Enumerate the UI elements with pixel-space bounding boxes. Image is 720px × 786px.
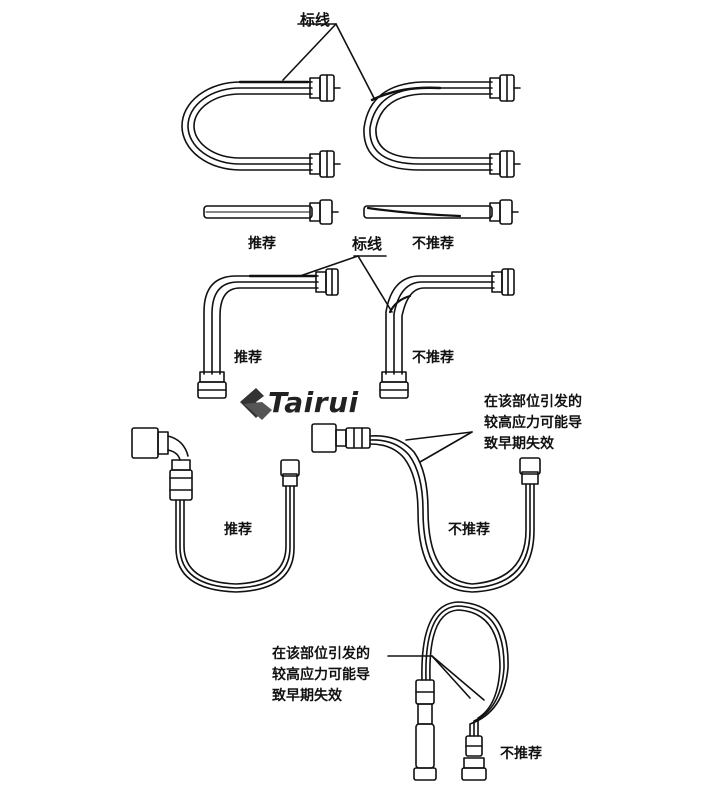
fitting-bottom-right-u xyxy=(489,150,521,178)
stress-note-left-line-2: 较高应力可能导 xyxy=(272,667,370,683)
stress-note-right-line-3: 致早期失效 xyxy=(484,436,554,452)
straight-hose-recommended xyxy=(203,199,339,225)
loop-hose-not-recommended xyxy=(413,601,509,781)
fitting-top-right-u xyxy=(489,74,521,102)
label-not-recommended-3: 不推荐 xyxy=(448,522,490,538)
fitting-l2-bottom xyxy=(379,371,409,399)
fitting-l-bottom xyxy=(197,371,227,399)
label-recommended-3: 推荐 xyxy=(224,522,252,538)
l-hose-not-recommended xyxy=(379,268,515,399)
port-hose-not-recommended xyxy=(311,423,541,593)
label-not-recommended-1: 不推荐 xyxy=(412,236,454,252)
label-recommended-1: 推荐 xyxy=(248,236,276,252)
stress-note-right: 在该部位引发的 较高应力可能导 致早期失效 xyxy=(484,392,582,455)
label-not-recommended-2: 不推荐 xyxy=(412,350,454,366)
label-not-recommended-4: 不推荐 xyxy=(500,746,542,762)
tairui-logo-icon xyxy=(240,388,272,420)
label-recommended-2: 推荐 xyxy=(234,350,262,366)
stress-note-left-line-1: 在该部位引发的 xyxy=(272,646,370,662)
fitting-l-top xyxy=(315,268,339,296)
label-mark-line-mid: 标线 xyxy=(352,235,383,253)
fitting-top-left-u xyxy=(309,74,341,102)
port-hose-recommended xyxy=(131,427,300,593)
stress-leader-right xyxy=(405,431,473,441)
straight-hose-not-recommended xyxy=(363,199,519,225)
stress-note-right-line-2: 较高应力可能导 xyxy=(484,415,582,431)
stress-note-right-line-1: 在该部位引发的 xyxy=(484,394,582,410)
stress-note-left: 在该部位引发的 较高应力可能导 致早期失效 xyxy=(272,644,370,707)
u-hose-not-recommended xyxy=(363,74,521,178)
u-hose-recommended xyxy=(181,74,341,178)
fitting-bottom-left-u xyxy=(309,150,341,178)
l-hose-recommended xyxy=(197,268,339,399)
tairui-logo-text: Tairui xyxy=(268,386,359,419)
stress-note-left-line-3: 致早期失效 xyxy=(272,688,342,704)
label-mark-line-top: 标线 xyxy=(300,11,331,29)
fitting-l2-top xyxy=(491,268,515,296)
